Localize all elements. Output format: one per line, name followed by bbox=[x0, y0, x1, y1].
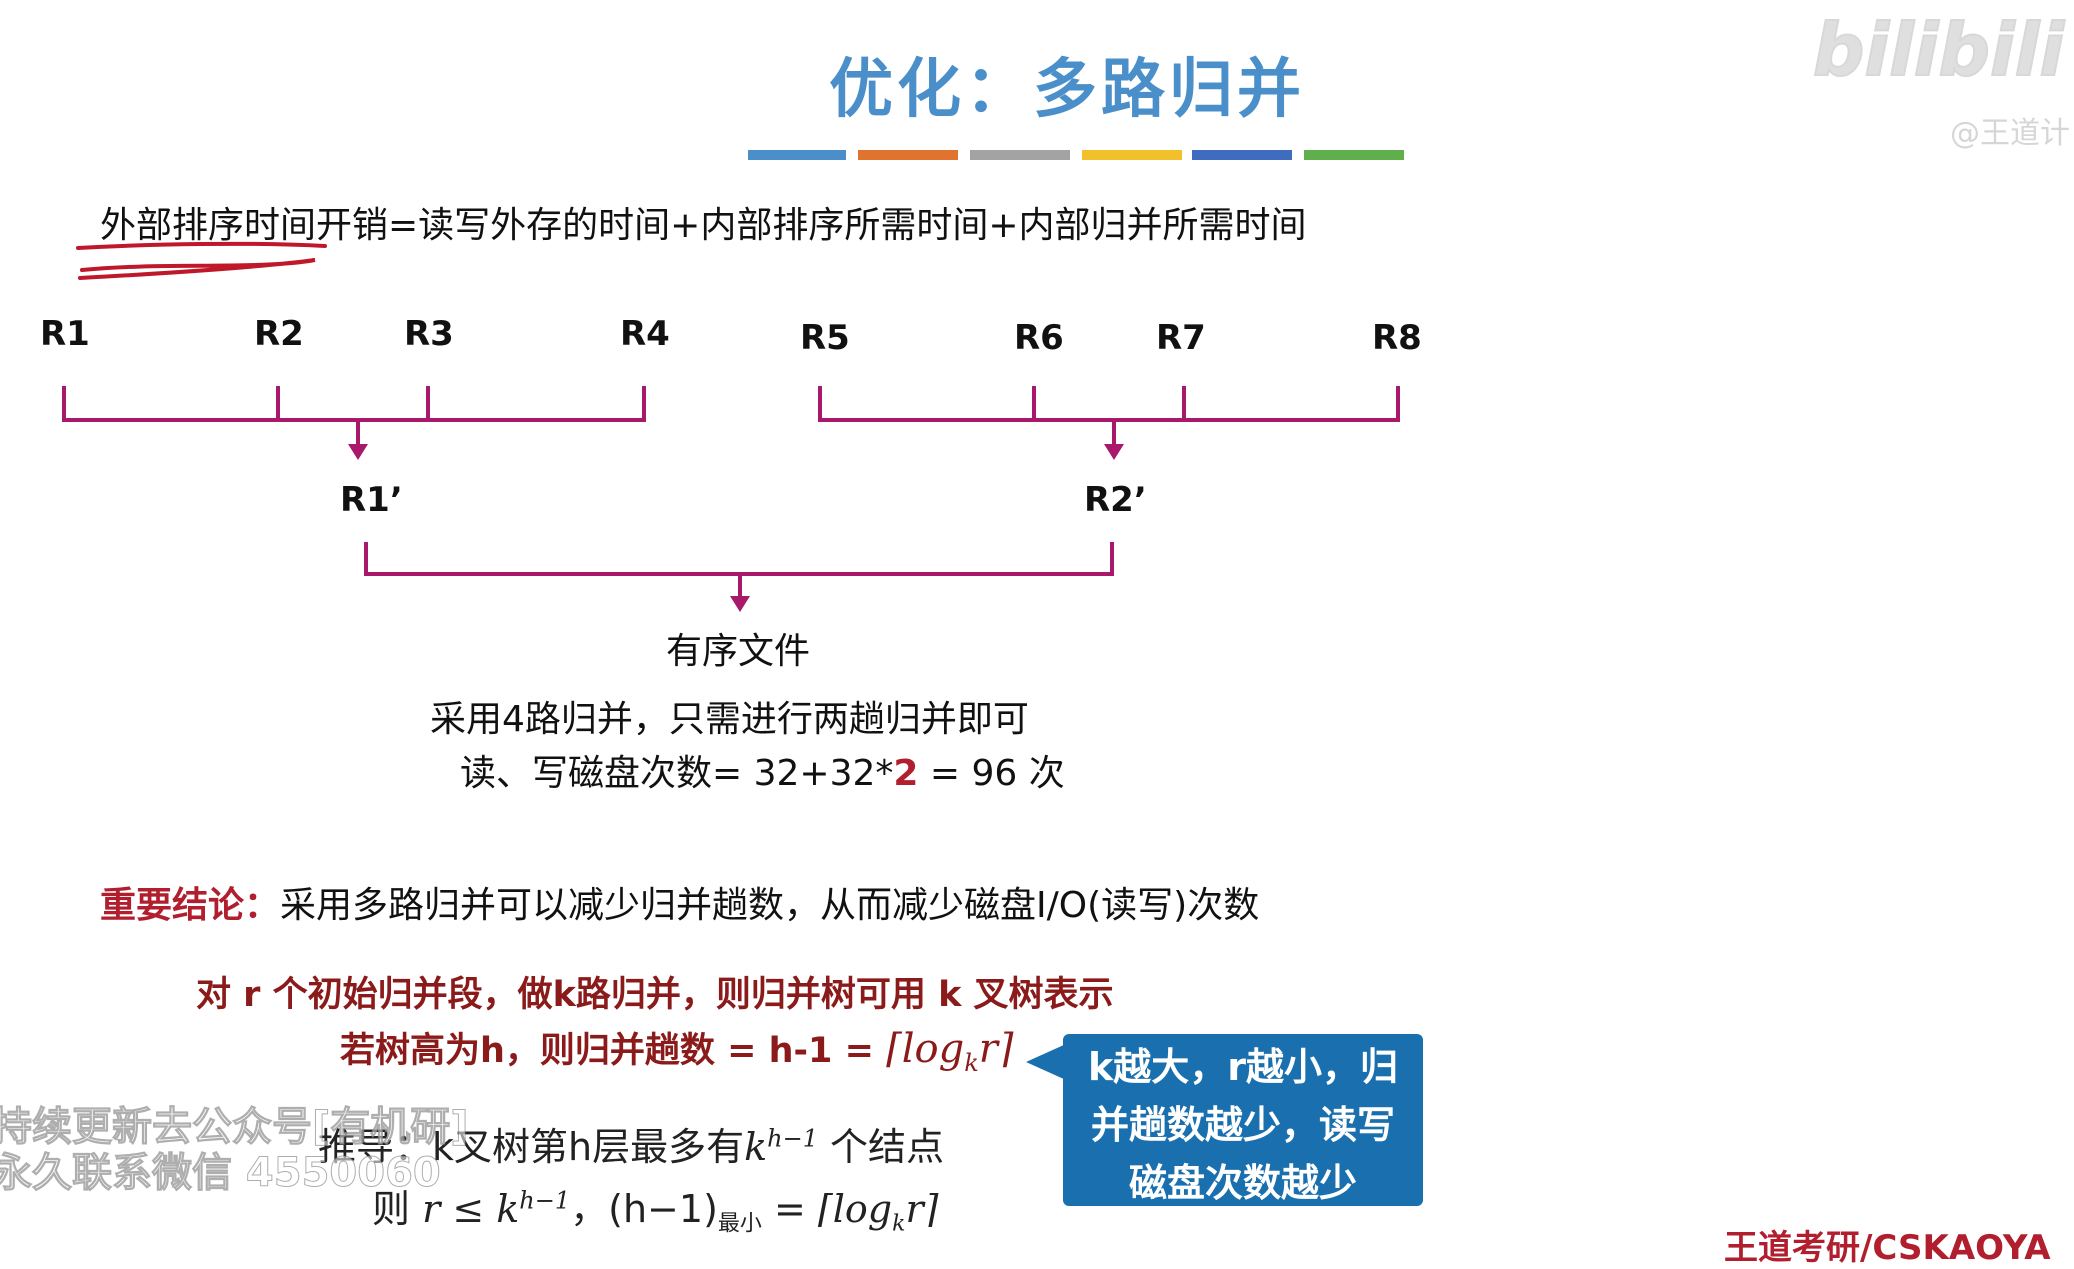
derivation-min-sub: 最小 bbox=[717, 1211, 762, 1237]
derivation-line-1-prefix: 推导：k叉树第h层最多有 bbox=[318, 1125, 745, 1169]
run-label-r7: R7 bbox=[1156, 318, 1206, 358]
callout-line-2: 并趟数越少，读写 bbox=[1090, 1103, 1395, 1147]
bilibili-logo: bilibili @王道计 bbox=[1812, 0, 2074, 160]
title-stripe-2 bbox=[858, 150, 958, 160]
merge-bracket-right bbox=[818, 386, 1400, 422]
bilibili-logo-text: bilibili bbox=[1812, 7, 2065, 93]
derivation-line-1-suffix: 个结点 bbox=[817, 1125, 945, 1169]
log-formula-sub: k bbox=[964, 1049, 979, 1077]
explain-line-1: 采用4路归并，只需进行两趟归并即可 bbox=[430, 699, 1029, 740]
merged-run-label-1: R1’ bbox=[340, 480, 403, 520]
run-label-r3: R3 bbox=[404, 314, 454, 354]
derivation-inequality-base: r ≤ k bbox=[422, 1187, 520, 1231]
title-stripe-6 bbox=[1304, 150, 1404, 160]
title-stripe-4 bbox=[1082, 150, 1182, 160]
title-stripe-1 bbox=[748, 150, 846, 160]
conclusion-text: 采用多路归并可以减少归并趟数，从而减少磁盘I/O(读写)次数 bbox=[280, 885, 1260, 926]
conclusion: 重要结论：采用多路归并可以减少归并趟数，从而减少磁盘I/O(读写)次数 bbox=[100, 876, 1259, 928]
tree-line-2-prefix: 若树高为h，则归并趟数 = h-1 = bbox=[340, 1031, 887, 1071]
page-title: 优化：多路归并 bbox=[829, 53, 1305, 127]
explain-line-2: 读、写磁盘次数= 32+32*2 = 96 次 bbox=[460, 744, 1065, 796]
derivation-line-2-prefix: 则 bbox=[372, 1187, 423, 1231]
run-label-r8: R8 bbox=[1372, 318, 1422, 358]
watermark-line-1: 持续更新去公众号[有机研] bbox=[0, 1104, 469, 1151]
tree-line-1: 对 r 个初始归并段，做k路归并，则归并树可用 k 叉树表示 bbox=[196, 975, 1114, 1015]
run-label-r1: R1 bbox=[40, 314, 90, 354]
derivation-log: ⌈logkr⌉ bbox=[817, 1187, 939, 1237]
derivation-k: k bbox=[744, 1125, 768, 1169]
title-stripe-5 bbox=[1192, 150, 1292, 160]
callout-box: k越大，r越小，归 并趟数越少，读写 磁盘次数越少 bbox=[1063, 1034, 1423, 1206]
derivation-inequality-exp: h−1 bbox=[519, 1186, 571, 1215]
tree-line-2: 若树高为h，则归并趟数 = h-1 = ⌈logkr⌉ bbox=[340, 1022, 1013, 1077]
run-label-r2: R2 bbox=[254, 314, 304, 354]
result-label: 有序文件 bbox=[666, 631, 811, 672]
derivation-eq: = bbox=[761, 1187, 818, 1231]
derivation-k-exp: h−1 bbox=[767, 1124, 818, 1153]
handwritten-underline bbox=[76, 241, 327, 280]
run-label-r6: R6 bbox=[1014, 318, 1064, 358]
merge-pass-count: 2 bbox=[893, 753, 919, 794]
derivation-h-min: ，(h−1) bbox=[570, 1187, 718, 1231]
merge-tree-diagram bbox=[62, 386, 1400, 612]
derivation-line-1: 推导：k叉树第h层最多有kh−1 个结点 bbox=[318, 1116, 944, 1171]
callout-pointer bbox=[1026, 1044, 1066, 1080]
run-label-r4: R4 bbox=[620, 314, 670, 354]
derivation-inequality: r ≤ kh−1 bbox=[422, 1186, 571, 1231]
log-formula-base: ⌈log bbox=[886, 1026, 965, 1072]
footer-brand: 王道考研/CSKAOYA bbox=[1724, 1228, 2051, 1268]
bilibili-uploader: @王道计 bbox=[1950, 116, 2070, 151]
callout-line-3: 磁盘次数越少 bbox=[1128, 1161, 1357, 1205]
title-stripe-3 bbox=[970, 150, 1070, 160]
merged-run-label-2: R2’ bbox=[1084, 480, 1147, 520]
log-formula: ⌈logkr⌉ bbox=[886, 1026, 1014, 1077]
cost-formula: 外部排序时间开销=读写外存的时间+内部排序所需时间+内部归并所需时间 bbox=[100, 205, 1307, 246]
derivation-line-1-math: kh−1 bbox=[744, 1124, 818, 1169]
derivation-line-2: 则 r ≤ kh−1，(h−1)最小 = ⌈logkr⌉ bbox=[372, 1178, 938, 1238]
derivation-log-sub: k bbox=[892, 1211, 906, 1237]
run-label-r5: R5 bbox=[800, 318, 850, 358]
merge-bracket-final bbox=[364, 542, 1114, 576]
callout-line-1: k越大，r越小，归 bbox=[1087, 1045, 1398, 1089]
watermark-line-2: 永久联系微信 4550060 bbox=[0, 1150, 441, 1197]
explain-line-2-suffix: = 96 次 bbox=[918, 753, 1065, 794]
log-formula-end: r⌉ bbox=[978, 1026, 1014, 1072]
conclusion-label: 重要结论： bbox=[100, 885, 281, 926]
derivation-log-end: r⌉ bbox=[905, 1187, 939, 1231]
merge-bracket-left bbox=[62, 386, 646, 422]
explain-line-2-prefix: 读、写磁盘次数= 32+32* bbox=[460, 753, 894, 794]
derivation-log-base: ⌈log bbox=[817, 1187, 893, 1231]
